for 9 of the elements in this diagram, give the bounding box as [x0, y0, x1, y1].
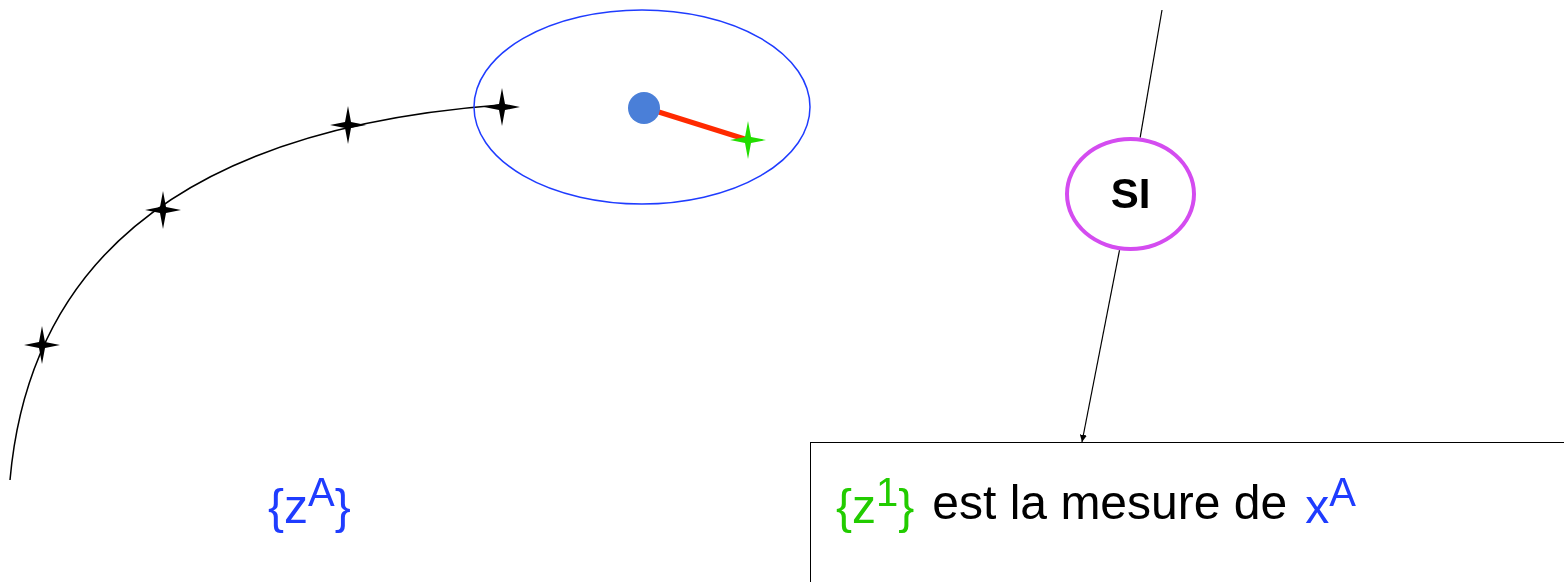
arrow [1079, 249, 1121, 443]
statement-text: est la mesure de [932, 474, 1288, 530]
ellipse-node [1065, 137, 1196, 251]
text-box [810, 442, 1564, 582]
set-label: {z$^{A}$} [268, 470, 351, 534]
node-label: SI [1110, 170, 1151, 218]
connector-line [1139, 9, 1163, 139]
statement-text: {z$^{1}$} [836, 470, 915, 534]
statement-text: x$^{A}$ [1305, 470, 1356, 534]
